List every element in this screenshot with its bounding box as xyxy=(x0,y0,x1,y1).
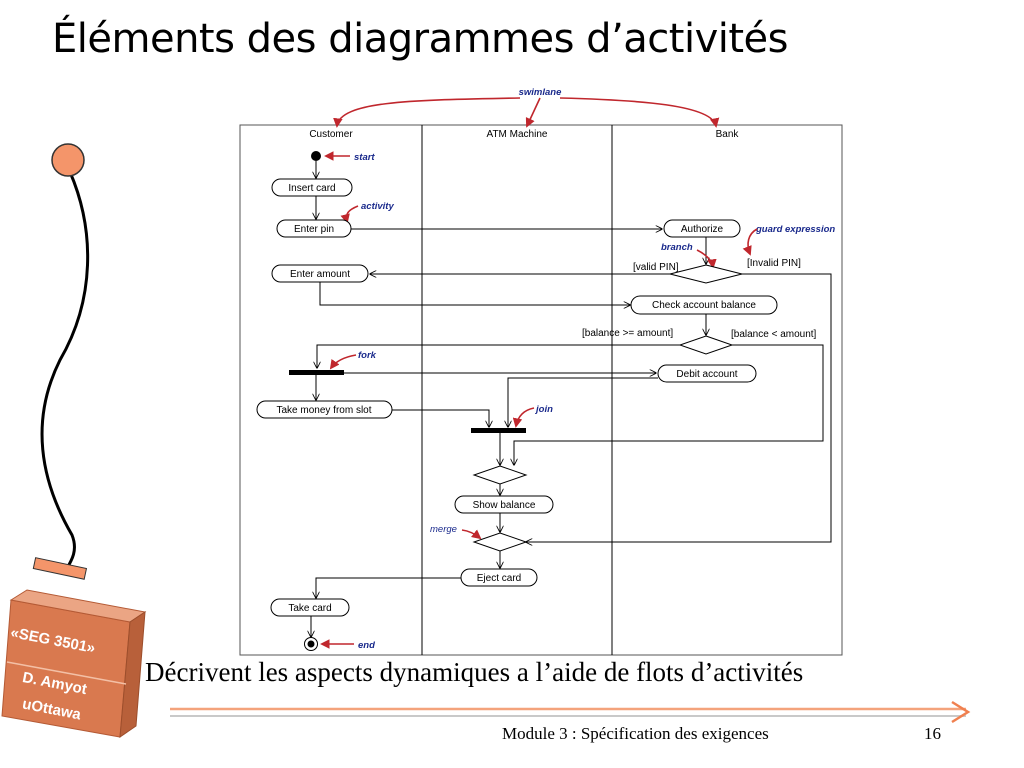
activity-debit-account xyxy=(657,364,757,383)
swimlane-arrow xyxy=(559,97,720,128)
guard-balance-low: [balance < amount] xyxy=(731,329,817,340)
activity-authorize xyxy=(663,219,741,238)
swimlane-arrow xyxy=(525,97,541,128)
activity-show-balance xyxy=(454,495,554,514)
activity-enter-amount-label: Enter amount xyxy=(290,269,350,280)
branch-diamond xyxy=(678,335,734,355)
anno-join: join xyxy=(534,404,553,415)
activity-check-balance-label: Check account balance xyxy=(652,300,756,311)
activity-take-money-label: Take money from slot xyxy=(276,405,371,416)
fork-bar xyxy=(289,370,344,375)
pendulum-ball xyxy=(51,143,85,177)
activity-authorize-label: Authorize xyxy=(681,224,724,235)
lane-bank: Bank xyxy=(716,129,740,140)
anno-swimlane: swimlane xyxy=(519,87,562,98)
activity-debit-account-label: Debit account xyxy=(676,369,737,380)
page-number: 16 xyxy=(924,724,941,743)
anno-start: start xyxy=(354,152,375,163)
guard-invalid-pin: [Invalid PIN] xyxy=(747,258,801,269)
slide-title: Éléments des diagrammes d’activités xyxy=(52,16,789,62)
slide-caption: Décrivent les aspects dynamiques a l’aid… xyxy=(145,657,804,687)
footer-module: Module 3 : Spécification des exigences xyxy=(502,724,769,743)
guard-balance-ok: [balance >= amount] xyxy=(582,328,673,339)
anno-merge: merge xyxy=(430,524,457,535)
end-node-core xyxy=(307,640,315,648)
pendulum-base xyxy=(32,557,88,580)
diagram-frame xyxy=(239,124,843,656)
activity-take-card-label: Take card xyxy=(288,603,331,614)
join-bar xyxy=(471,428,526,433)
activity-show-balance-label: Show balance xyxy=(473,500,536,511)
lane-customer: Customer xyxy=(309,129,353,140)
activity-insert-card-label: Insert card xyxy=(288,183,335,194)
activity-take-card xyxy=(270,598,350,617)
anno-activity: activity xyxy=(361,201,394,212)
pendulum-string xyxy=(40,171,90,571)
anno-fork: fork xyxy=(358,350,377,361)
start-node xyxy=(311,151,321,161)
anno-end: end xyxy=(358,640,375,651)
lane-atm: ATM Machine xyxy=(487,129,548,140)
anno-guard-expression: guard expression xyxy=(755,224,835,235)
branch-diamond xyxy=(669,264,743,284)
anno-branch: branch xyxy=(661,242,693,253)
activity-enter-pin-label: Enter pin xyxy=(294,224,334,235)
activity-check-balance xyxy=(630,295,778,315)
swimlane-arrow xyxy=(333,97,521,128)
activity-eject-card-label: Eject card xyxy=(477,573,521,584)
guard-valid-pin: [valid PIN] xyxy=(633,262,679,273)
activity-insert-card xyxy=(271,178,353,197)
